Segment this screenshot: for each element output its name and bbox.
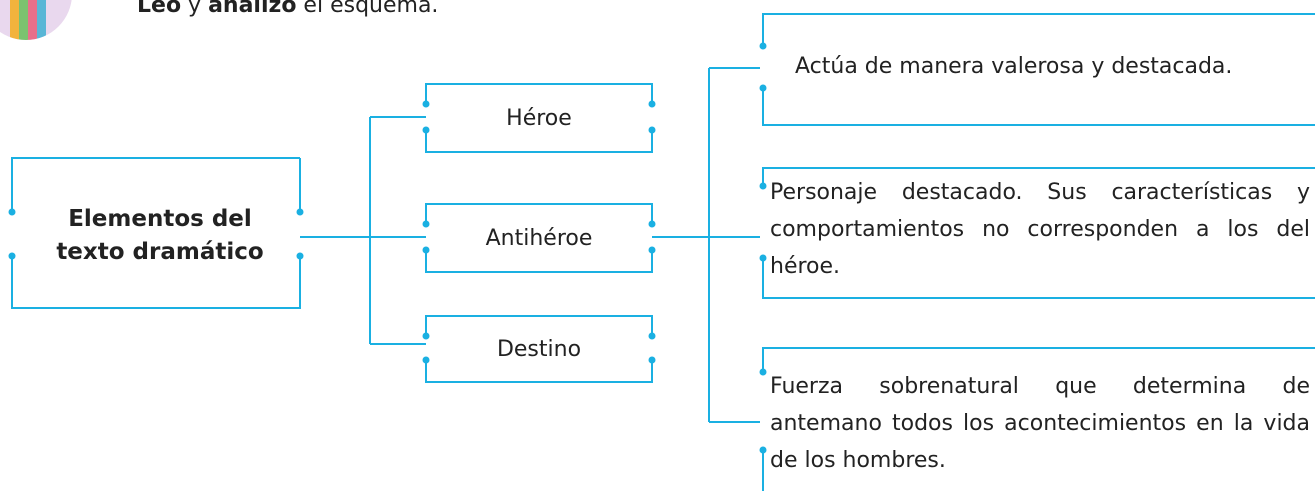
desc-box-3 [762,347,1315,491]
avatar-stripe [19,0,28,40]
description-heroe: Actúa de manera valerosa y destacada. [795,54,1233,79]
center-box-bracket-right [11,256,301,309]
instruction-text: Leo y analizo el esquema. [137,0,438,18]
center-box-bracket-left [11,157,300,212]
avatar-stripe [10,0,19,40]
avatar [0,0,72,40]
avatar-stripe [37,0,46,40]
instruction-rest: el esquema. [296,0,439,18]
heroe-box [425,83,653,153]
center-title-line2: texto dramático [56,239,264,265]
element-destino: Destino [496,336,582,362]
element-antiheroe: Antihéroe [485,225,593,251]
center-title-line1: Elementos del [68,205,252,232]
avatar-stripe [28,0,37,40]
antiheroe-box [425,203,653,273]
center-title: Elementos del texto dramático [30,186,290,286]
instruction-bold-2: analizo [208,0,297,18]
desc-box-2 [762,167,1315,299]
description-destino: Fuerza sobrenatural que determina de ant… [770,374,1310,473]
instruction-bold-1: Leo [137,0,182,18]
element-heroe: Héroe [506,105,572,131]
destino-box [425,315,653,383]
description-antiheroe: Personaje destacado. Sus características… [770,180,1310,279]
instruction-connector: y [181,0,209,18]
desc-box-1 [762,13,1315,126]
